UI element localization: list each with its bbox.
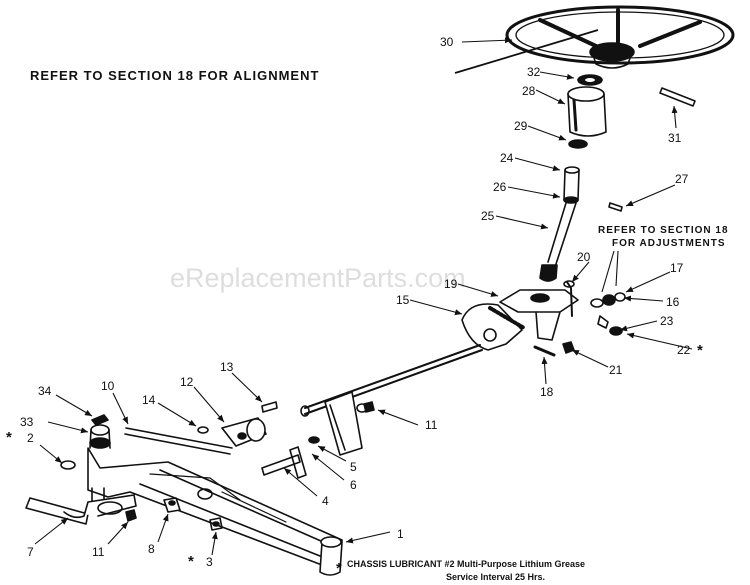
cap-34: [91, 414, 109, 426]
steering-gear-sector: [461, 303, 526, 351]
steering-shaft: [539, 166, 580, 282]
callout-21: 21: [609, 363, 623, 377]
steering-arm: [324, 391, 368, 456]
callout-18: 18: [540, 385, 554, 399]
bushing-29: [568, 139, 588, 149]
washer-2: [60, 460, 76, 470]
steering-bracket: [499, 280, 579, 341]
left-spindle-pillar: [89, 424, 111, 449]
adjustments-note-line1: REFER TO SECTION 18: [598, 225, 729, 236]
callout-7: 7: [27, 545, 34, 559]
callout-26: 26: [493, 180, 507, 194]
grease-fitting-8: [163, 497, 181, 513]
callout-19: 19: [444, 277, 458, 291]
callout-29: 29: [514, 119, 528, 133]
callout-11-upper: 11: [425, 418, 438, 432]
callout-6: 6: [350, 478, 357, 492]
pin-18: [533, 345, 556, 357]
mounting-block: [221, 401, 278, 447]
roll-pin-31: [659, 87, 696, 107]
washer-14: [197, 426, 209, 434]
asterisk-lubricant: *: [336, 560, 342, 577]
callout-1: 1: [397, 527, 404, 541]
asterisk-22: *: [697, 342, 703, 359]
tie-rod: [124, 427, 233, 455]
nut-21: [562, 341, 575, 354]
callout-2: 2: [27, 431, 34, 445]
washers-16-17-23: [590, 292, 626, 336]
callout-11-lower: 11: [92, 545, 105, 559]
alignment-note: REFER TO SECTION 18 FOR ALIGNMENT: [30, 68, 319, 83]
callout-10: 10: [101, 379, 115, 393]
callout-30: 30: [440, 35, 454, 49]
callout-34: 34: [38, 384, 52, 398]
nut-32: [577, 74, 603, 86]
lubricant-note-line1: CHASSIS LUBRICANT #2 Multi-Purpose Lithi…: [347, 559, 585, 569]
callout-14: 14: [142, 393, 156, 407]
callout-15: 15: [396, 293, 410, 307]
spindle-7: [25, 487, 137, 525]
callout-27: 27: [675, 172, 689, 186]
callout-25: 25: [481, 209, 495, 223]
callout-16: 16: [666, 295, 680, 309]
grease-fitting-3: [209, 517, 223, 531]
callout-12: 12: [180, 375, 194, 389]
lubricant-note-line2: Service Interval 25 Hrs.: [446, 572, 545, 582]
callout-32: 32: [527, 65, 541, 79]
sleeve-28: [567, 86, 607, 137]
callout-31: 31: [668, 131, 682, 145]
asterisk-2: *: [6, 429, 12, 446]
callout-22: 22: [677, 343, 691, 357]
callout-3: 3: [206, 555, 213, 569]
asterisk-3: *: [188, 553, 194, 570]
callout-23: 23: [660, 314, 674, 328]
callout-33: 33: [20, 415, 34, 429]
callout-13: 13: [220, 360, 234, 374]
adjustments-note-line2: FOR ADJUSTMENTS: [612, 238, 726, 249]
callout-17: 17: [670, 261, 684, 275]
callout-8: 8: [148, 542, 155, 556]
callout-5: 5: [350, 460, 357, 474]
callout-24: 24: [500, 151, 514, 165]
pin-27: [608, 202, 623, 212]
callout-4: 4: [322, 494, 329, 508]
callout-28: 28: [522, 84, 536, 98]
spindle-bolt: [261, 436, 320, 479]
callout-20: 20: [577, 250, 591, 264]
steering-wheel: [505, 5, 735, 69]
nut-11-lower: [125, 509, 137, 522]
watermark: eReplacementParts.com: [170, 263, 466, 293]
front-axle: [87, 447, 343, 576]
nut-11-upper: [363, 401, 375, 413]
